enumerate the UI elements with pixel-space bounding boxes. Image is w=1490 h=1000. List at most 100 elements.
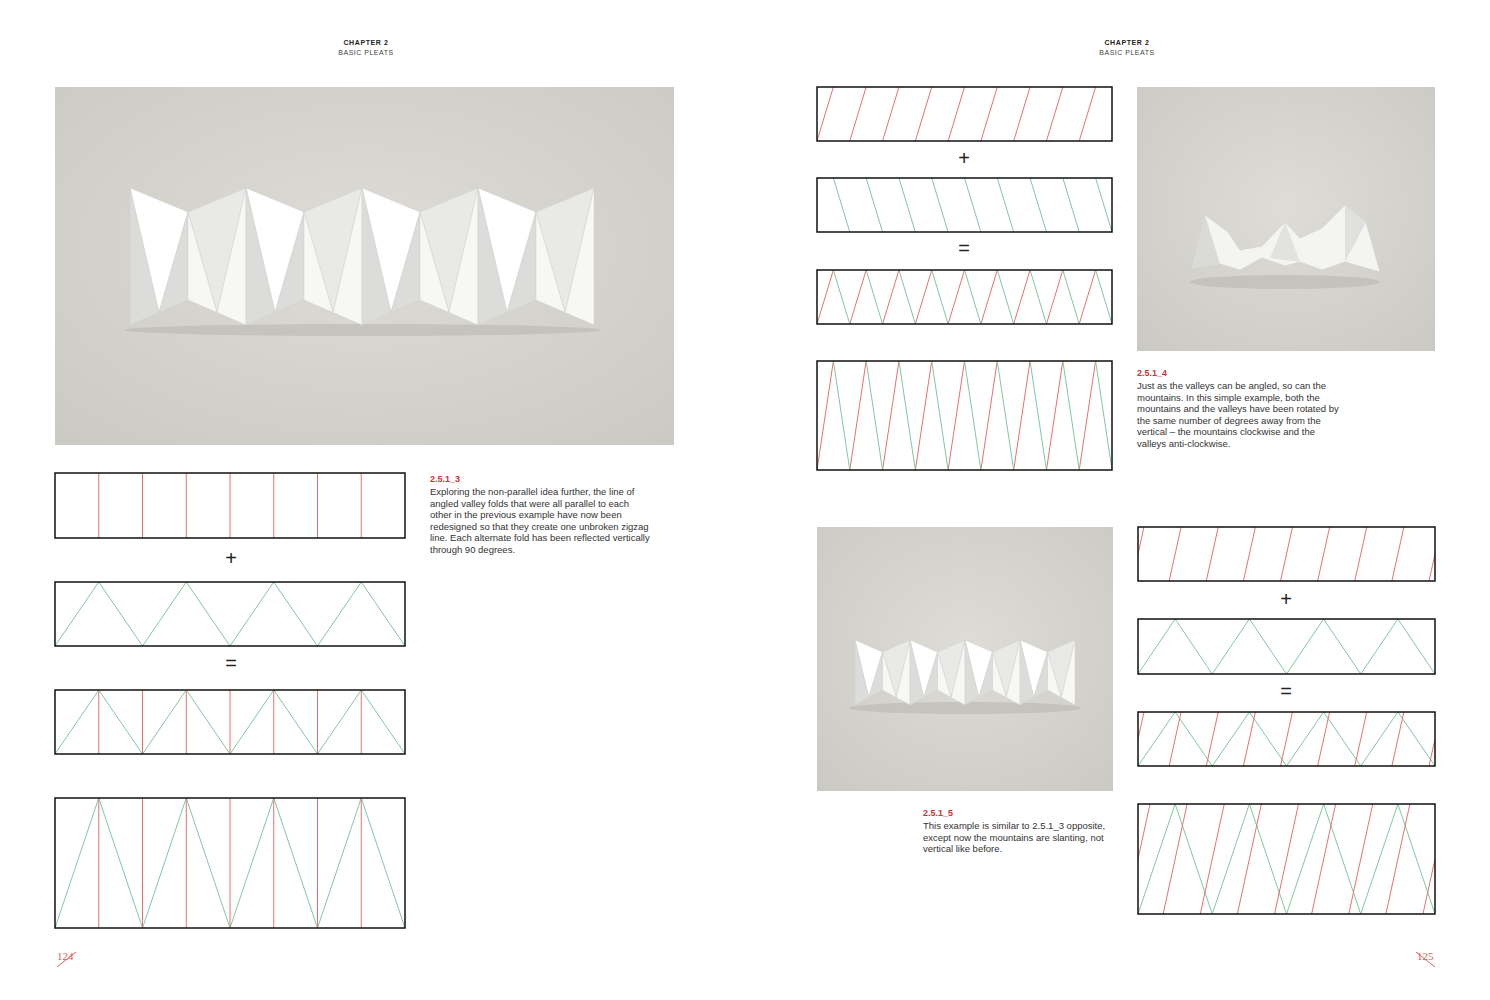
valley-fold: [1249, 619, 1286, 674]
mountain-fold: [361, 690, 362, 754]
mountain-fold: [361, 473, 362, 538]
mountain-fold: [817, 361, 833, 470]
sheet: [55, 690, 405, 754]
valley-fold: [1287, 804, 1324, 914]
valley-fold: [1324, 712, 1361, 766]
valley-fold: [274, 798, 318, 928]
valley-fold: [866, 361, 882, 470]
crease-pattern: [801, 178, 1178, 232]
crease-pattern: [55, 582, 405, 646]
valley-fold: [1030, 178, 1046, 232]
mountain-fold: [1312, 804, 1336, 914]
mountain-fold: [1138, 804, 1150, 914]
valley-fold: [1361, 804, 1398, 914]
mountain-fold: [1014, 87, 1030, 141]
valley-fold: [318, 798, 362, 928]
valley-fold: [1175, 619, 1212, 674]
valley-fold: [1030, 270, 1046, 324]
page-number: 125: [1417, 950, 1434, 962]
figure-number: 2.5.1_4: [1137, 368, 1167, 379]
chapter-subheading: BASIC PLEATS: [1099, 48, 1154, 57]
plus-sign: +: [225, 548, 237, 568]
valley-fold: [1212, 619, 1249, 674]
valley-fold: [361, 798, 405, 928]
valley-fold: [1063, 178, 1079, 232]
mountain-fold: [273, 690, 274, 754]
valley-fold: [274, 582, 318, 646]
figure-number: 2.5.1_3: [430, 474, 460, 485]
valley-fold: [361, 582, 405, 646]
mountain-fold: [1429, 527, 1435, 581]
valley-fold: [186, 690, 230, 754]
mountain-fold: [948, 270, 964, 324]
mountain-fold: [981, 361, 997, 470]
mountain-fold: [1349, 804, 1373, 914]
mountain-fold: [883, 87, 899, 141]
crease-pattern: [784, 87, 1161, 141]
folded-paper: [849, 640, 1081, 714]
valley-fold: [230, 798, 274, 928]
mountain-fold: [915, 361, 931, 470]
sheet: [1138, 527, 1435, 581]
sheet: [55, 798, 405, 928]
valley-fold: [1249, 712, 1286, 766]
mountain-fold: [850, 87, 866, 141]
mountain-fold: [317, 473, 318, 538]
crease-pattern: [784, 270, 1177, 324]
mountain-fold: [186, 690, 187, 754]
mountain-fold: [142, 473, 143, 538]
valley-fold: [230, 690, 274, 754]
mountain-fold: [361, 798, 362, 928]
sheet-outline: [1138, 804, 1435, 914]
mountain-fold: [230, 473, 231, 538]
valley-fold: [274, 690, 318, 754]
valley-fold: [1096, 361, 1112, 470]
valley-fold: [55, 582, 99, 646]
valley-fold: [1361, 619, 1398, 674]
mountain-fold: [1318, 527, 1330, 581]
mountain-fold: [883, 361, 899, 470]
folded-paper: [1190, 205, 1380, 289]
valley-fold: [143, 582, 187, 646]
valley-fold: [99, 582, 143, 646]
mountain-fold: [230, 798, 231, 928]
valley-fold: [1287, 712, 1324, 766]
valley-fold: [866, 270, 882, 324]
mountain-fold: [883, 270, 899, 324]
mountain-fold: [1046, 270, 1062, 324]
mountain-fold: [186, 473, 187, 538]
sheet: [1138, 804, 1435, 914]
mountain-fold: [948, 361, 964, 470]
mountain-fold: [142, 798, 143, 928]
valley-fold: [932, 270, 948, 324]
crease-pattern: [1095, 712, 1478, 766]
figure-description: Exploring the non-parallel idea further,…: [430, 486, 650, 555]
valley-fold: [186, 798, 230, 928]
photo-ground: [1137, 87, 1435, 351]
mountain-fold: [948, 87, 964, 141]
sheet-outline: [1138, 619, 1435, 674]
plus-sign: +: [958, 148, 970, 168]
valley-fold: [1398, 712, 1435, 766]
mountain-fold: [1281, 527, 1293, 581]
valley-fold: [997, 270, 1013, 324]
mountain-fold: [1163, 804, 1187, 914]
mountain-fold: [273, 798, 274, 928]
mountain-fold: [1243, 712, 1255, 766]
mountain-fold: [1281, 712, 1293, 766]
valley-fold: [318, 690, 362, 754]
mountain-fold: [1169, 527, 1181, 581]
sheet-outline: [817, 87, 1112, 141]
valley-fold: [932, 178, 948, 232]
sheet-outline: [1138, 712, 1435, 766]
valley-fold: [143, 798, 187, 928]
mountain-fold: [1206, 712, 1218, 766]
valley-fold: [1063, 270, 1079, 324]
valley-fold: [965, 361, 981, 470]
mountain-fold: [915, 87, 931, 141]
mountain-fold: [1392, 527, 1404, 581]
sheet: [55, 582, 405, 646]
crease-pattern: [55, 690, 405, 754]
equals-sign: =: [1280, 681, 1292, 701]
mountain-fold: [1243, 527, 1255, 581]
